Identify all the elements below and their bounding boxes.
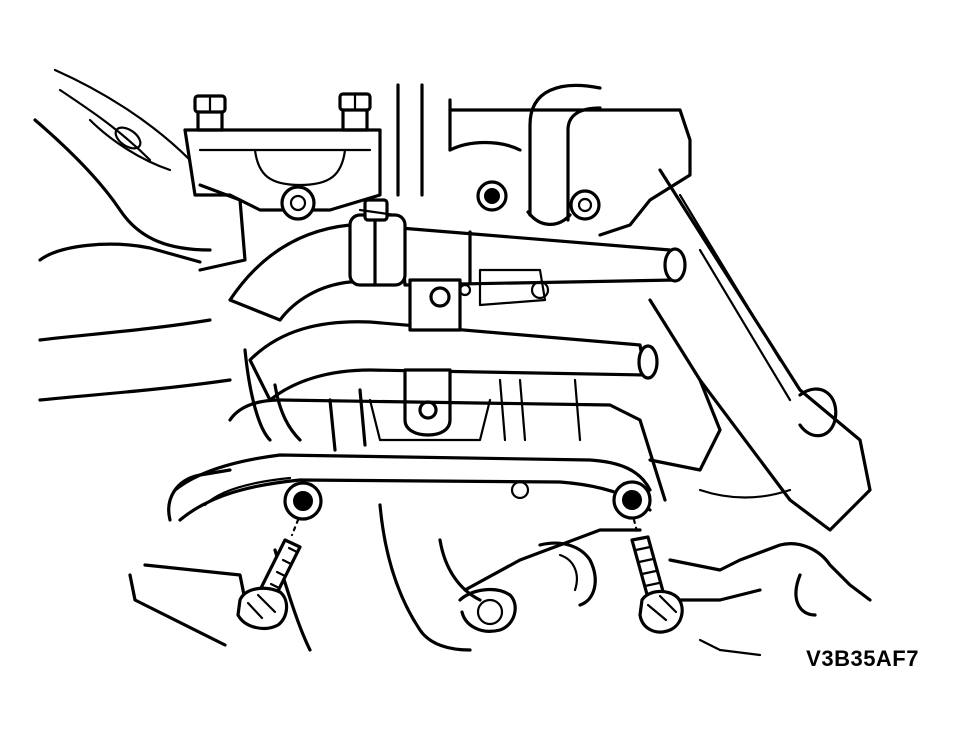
lower-housing (128, 503, 872, 657)
figure-code: V3B35AF7 (806, 646, 919, 671)
transmission-case (167, 378, 667, 522)
cylinder-head-block (183, 128, 382, 221)
exhaust-manifold (648, 168, 872, 532)
coolant-pipe-upper (228, 223, 687, 322)
top-bolt-left (193, 94, 227, 132)
right-mounting-bolt (630, 518, 684, 634)
air-intake-housing (33, 68, 247, 402)
coolant-pipe-lower (243, 320, 659, 442)
vertical-tubes (396, 83, 452, 197)
left-mounting-bolt (236, 518, 302, 630)
thermostat-housing (448, 108, 692, 237)
top-bolt-right (338, 92, 372, 132)
hose-clamp (348, 198, 407, 287)
upper-hose (526, 83, 602, 226)
